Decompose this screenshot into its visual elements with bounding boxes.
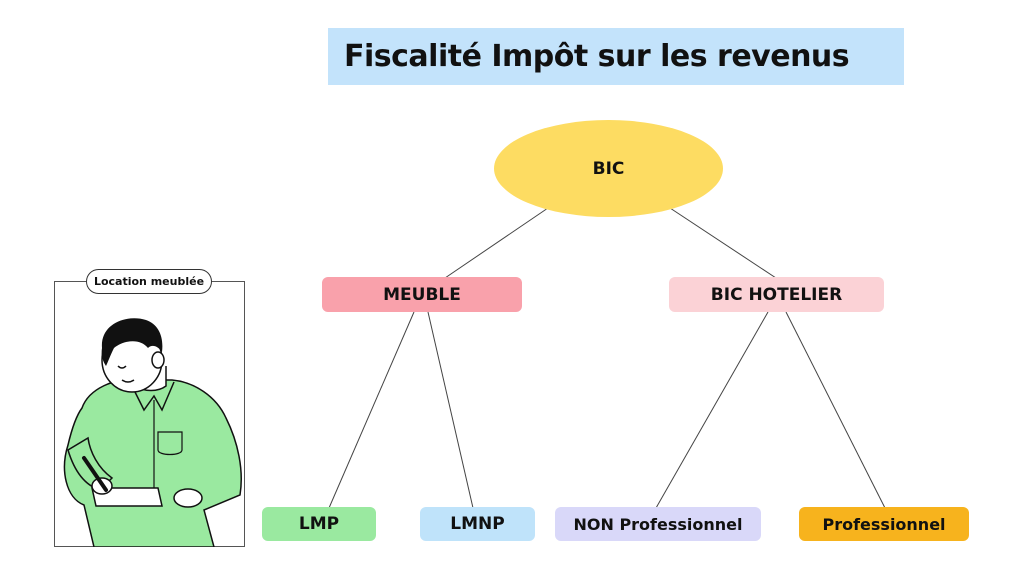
node-non-professionnel-label: NON Professionnel [573, 514, 743, 534]
paper-shape [91, 487, 163, 507]
node-bic-hotelier: BIC HOTELIER [669, 277, 884, 312]
pen-shape [82, 456, 108, 492]
node-bic-label: BIC [592, 158, 625, 179]
illustration-label: Location meublée [86, 269, 212, 294]
node-meuble: MEUBLE [322, 277, 522, 312]
node-meuble-label: MEUBLE [383, 284, 461, 305]
node-professionnel: Professionnel [799, 507, 969, 541]
hair-shape [101, 318, 163, 366]
edge-hotelier-non-pro [655, 311, 769, 509]
person-writing-illustration [63, 318, 242, 547]
node-bic-hotelier-label: BIC HOTELIER [710, 284, 843, 305]
page-title: Fiscalité Impôt sur les revenus [344, 39, 850, 74]
node-lmnp: LMNP [420, 507, 535, 541]
resting-hand-shape [173, 488, 203, 508]
illustration-label-text: Location meublée [93, 275, 205, 288]
node-bic: BIC [494, 120, 723, 217]
edge-bic-hotelier [669, 207, 777, 279]
title-banner: Fiscalité Impôt sur les revenus [328, 28, 904, 85]
node-lmp: LMP [262, 507, 376, 541]
node-lmp-label: LMP [298, 514, 340, 534]
node-lmnp-label: LMNP [450, 514, 505, 534]
eye-shape [117, 365, 127, 369]
mouth-shape [121, 379, 135, 383]
edge-hotelier-pro [785, 311, 886, 509]
edge-meuble-lmp [328, 311, 415, 509]
node-non-professionnel: NON Professionnel [555, 507, 761, 541]
edge-meuble-lmnp [427, 311, 474, 509]
ear-shape [151, 351, 165, 369]
node-professionnel-label: Professionnel [822, 514, 946, 534]
pocket-shape [157, 431, 183, 456]
edge-bic-meuble [444, 207, 549, 279]
